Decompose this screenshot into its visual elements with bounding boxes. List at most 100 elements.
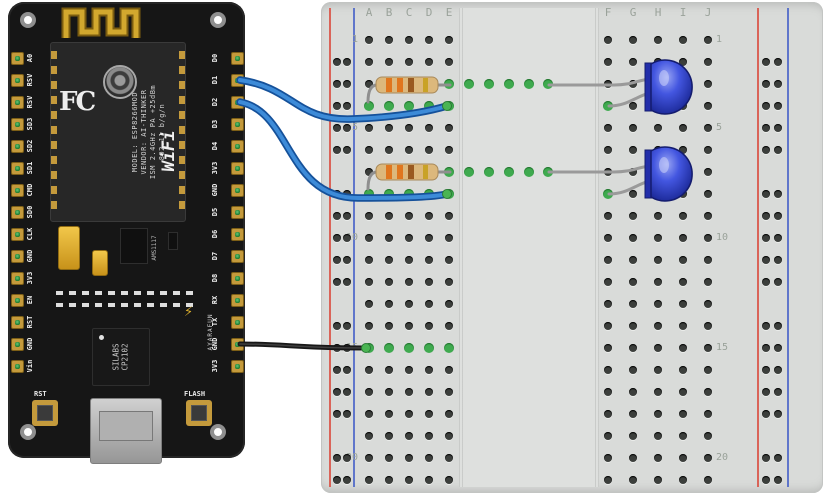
smd-component — [168, 232, 178, 250]
pin-hole — [15, 298, 20, 303]
breadboard-hole — [604, 80, 612, 88]
pin-d2-right — [231, 96, 244, 109]
wifi-logo: WiFi — [159, 130, 179, 172]
pin-3v3-left — [11, 272, 24, 285]
pin-hole — [235, 78, 240, 83]
rail-hole — [343, 102, 351, 110]
pin-hole — [235, 56, 240, 61]
row-number-left-1: 1 — [351, 34, 358, 45]
breadboard-hole — [365, 80, 373, 88]
breadboard-hole — [704, 58, 712, 66]
pin-gnd-right — [231, 338, 244, 351]
breadboard-hole — [654, 80, 662, 88]
rail-hole — [343, 476, 351, 484]
connected-hole — [464, 79, 474, 89]
breadboard-hole — [405, 124, 413, 132]
castellated-pads-right — [179, 51, 185, 213]
rail-hole — [333, 234, 341, 242]
rail-hole — [774, 234, 782, 242]
breadboard-hole — [604, 388, 612, 396]
breadboard-hole — [629, 36, 637, 44]
mounting-hole — [210, 424, 226, 440]
breadboard-hole — [654, 212, 662, 220]
connected-hole — [364, 189, 374, 199]
breadboard-hole — [629, 234, 637, 242]
connected-hole — [424, 343, 434, 353]
pin-hole — [15, 276, 20, 281]
button-cap — [191, 405, 207, 421]
rail-hole — [333, 366, 341, 374]
breadboard-hole — [629, 190, 637, 198]
pin-hole — [235, 364, 240, 369]
pin-hole — [15, 188, 20, 193]
row-number-left-20: 20 — [345, 452, 358, 463]
column-label-H: H — [654, 6, 662, 19]
breadboard-hole — [365, 58, 373, 66]
breadboard-hole — [385, 58, 393, 66]
pin-a0-left — [11, 52, 24, 65]
breadboard-hole — [385, 454, 393, 462]
pin-rx-right — [231, 294, 244, 307]
rail-hole — [343, 454, 351, 462]
connected-hole — [364, 343, 374, 353]
connected-hole — [364, 101, 374, 111]
breadboard-hole — [704, 410, 712, 418]
breadboard-hole — [405, 366, 413, 374]
rail-hole — [774, 410, 782, 418]
breadboard-hole — [445, 454, 453, 462]
breadboard-hole — [679, 410, 687, 418]
breadboard-hole — [385, 278, 393, 286]
rail-hole — [762, 388, 770, 396]
breadboard-hole — [679, 58, 687, 66]
breadboard-hole — [679, 146, 687, 154]
capacitor — [58, 226, 80, 270]
breadboard-hole — [445, 300, 453, 308]
breadboard-hole — [425, 36, 433, 44]
breadboard-hole — [704, 454, 712, 462]
rail-hole — [762, 234, 770, 242]
breadboard-hole — [405, 388, 413, 396]
breadboard-hole — [405, 278, 413, 286]
pin-3v3-right — [231, 360, 244, 373]
breadboard-hole — [425, 234, 433, 242]
breadboard-hole — [445, 388, 453, 396]
breadboard-hole — [385, 124, 393, 132]
breadboard-hole — [405, 234, 413, 242]
connected-hole — [444, 167, 454, 177]
rail-hole — [774, 124, 782, 132]
button-cap — [37, 405, 53, 421]
rail-hole — [774, 146, 782, 154]
breadboard-hole — [704, 476, 712, 484]
breadboard-hole — [604, 234, 612, 242]
breadboard-hole — [654, 234, 662, 242]
breadboard-hole — [425, 58, 433, 66]
connected-hole — [524, 79, 534, 89]
pin-hole — [235, 232, 240, 237]
rail-hole — [774, 256, 782, 264]
breadboard-hole — [704, 36, 712, 44]
breadboard-hole — [385, 410, 393, 418]
breadboard-hole — [604, 432, 612, 440]
pin-hole — [15, 100, 20, 105]
breadboard-hole — [629, 410, 637, 418]
breadboard-hole — [654, 256, 662, 264]
connected-hole — [603, 189, 613, 199]
regulator-label: AMS1117 — [151, 235, 158, 261]
breadboard-hole — [654, 432, 662, 440]
breadboard-hole — [629, 454, 637, 462]
pin-hole — [235, 166, 240, 171]
breadboard-hole — [385, 300, 393, 308]
reset-button-label: RST — [34, 390, 47, 398]
breadboard-hole — [385, 366, 393, 374]
breadboard-hole — [425, 300, 433, 308]
row-number-left-10: 10 — [345, 232, 358, 243]
connected-hole — [524, 167, 534, 177]
breadboard-hole — [629, 278, 637, 286]
breadboard-hole — [405, 476, 413, 484]
breadboard-hole — [425, 366, 433, 374]
breadboard-hole — [604, 344, 612, 352]
connected-hole — [424, 101, 434, 111]
rail-hole — [762, 58, 770, 66]
pin-hole — [15, 144, 20, 149]
breadboard-hole — [385, 388, 393, 396]
